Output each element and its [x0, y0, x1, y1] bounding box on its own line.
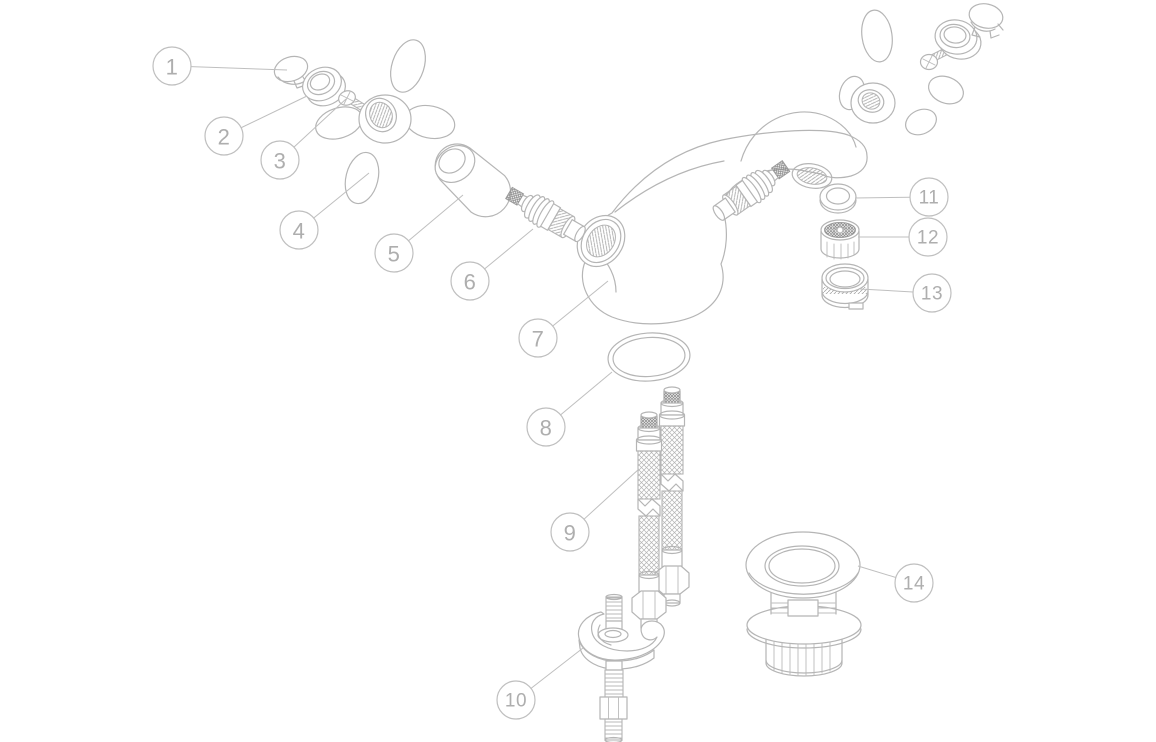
callout-11-leader-line [854, 196, 911, 199]
callout-9-balloon [550, 512, 590, 552]
callout-6-number: 6 [464, 270, 477, 295]
fixing-kit [577, 593, 665, 742]
index-cap-left [273, 55, 309, 89]
callout-11-number: 11 [919, 188, 940, 209]
callout-7: 7 [518, 280, 609, 358]
handle-left-thread-bore [369, 101, 393, 129]
callout-3: 3 [260, 98, 347, 180]
callout-14-number: 14 [903, 574, 925, 595]
aerator-insert [820, 219, 860, 260]
spout-outlet-socket-thread [796, 167, 828, 185]
screw-slot-left [340, 91, 354, 105]
spout-crease-line [614, 160, 725, 213]
callout-14-leader-line [857, 565, 896, 578]
left-valve-port-inner-rim [580, 218, 622, 264]
callout-4-balloon [279, 210, 319, 250]
callout-13-leader-line [859, 288, 914, 293]
handle-shroud [434, 143, 512, 218]
handle-right-thread-bore [861, 92, 881, 110]
aerator-housing [821, 263, 869, 310]
callout-4-leader-line [313, 172, 370, 219]
callout-14-balloon [894, 563, 934, 603]
callout-13-number: 13 [921, 284, 943, 305]
faucet-body [576, 111, 868, 325]
horseshoe-bracket-depth [578, 639, 655, 670]
callout-8: 8 [526, 371, 613, 447]
callout-9-number: 9 [564, 521, 577, 546]
spout-washer [819, 183, 857, 214]
callout-1: 1 [152, 46, 288, 86]
callout-3-balloon [260, 140, 300, 180]
aerator-housing-notch [848, 302, 864, 310]
callout-2-leader-line [240, 95, 308, 129]
callout-1-balloon [152, 46, 192, 86]
screw-slot-right [922, 55, 936, 69]
callout-9-leader-line [583, 468, 640, 520]
left-valve-port-thread [586, 224, 616, 258]
callout-4: 4 [279, 172, 370, 250]
callout-6-balloon [450, 261, 490, 301]
callout-7-number: 7 [532, 327, 545, 352]
callout-6: 6 [450, 228, 534, 301]
index-cap-right-clips [971, 23, 1004, 39]
spout-outlet-socket-rim [791, 163, 833, 189]
callout-7-balloon [518, 318, 558, 358]
callout-8-leader-line [560, 371, 613, 416]
flexi-hose-left [631, 411, 667, 632]
horseshoe-bracket [577, 611, 665, 661]
o-ring [607, 332, 691, 382]
callout-13-balloon [912, 273, 952, 313]
callout-2-balloon [204, 116, 244, 156]
callout-9: 9 [550, 468, 640, 552]
fixing-hex-coupler [599, 696, 628, 720]
callout-13: 13 [859, 273, 952, 313]
callout-3-number: 3 [274, 149, 287, 174]
callout-5-balloon [374, 233, 414, 273]
basin-waste [745, 531, 862, 677]
callout-12-balloon [908, 217, 948, 257]
waste-slot [787, 599, 819, 617]
callout-2-number: 2 [218, 125, 231, 150]
callout-11-balloon [909, 177, 949, 217]
bezel-ring-right [934, 19, 982, 60]
callout-8-balloon [526, 407, 566, 447]
callout-1-number: 1 [166, 55, 179, 80]
callout-10-leader-line [530, 647, 584, 689]
callout-5: 5 [374, 194, 464, 273]
faucet-body-hump-contour [740, 111, 857, 162]
callout-11: 11 [854, 177, 949, 217]
valve-cartridge-left [500, 179, 592, 250]
callout-5-leader-line [408, 194, 464, 242]
callout-12: 12 [858, 217, 948, 257]
index-cap-right [968, 3, 1004, 39]
callout-4-number: 4 [293, 219, 306, 244]
callout-14: 14 [857, 563, 934, 603]
callout-6-leader-line [484, 228, 534, 270]
callout-2: 2 [204, 95, 308, 156]
cross-handle-right [838, 9, 964, 136]
callout-7-leader-line [552, 280, 609, 327]
callout-10-balloon [496, 680, 536, 720]
callout-10-number: 10 [505, 691, 527, 712]
callout-1-leader-line [190, 66, 288, 71]
callout-10: 10 [496, 647, 584, 720]
callout-12-number: 12 [917, 228, 939, 249]
cross-handle-left [315, 39, 456, 205]
bezel-ring-left [302, 66, 346, 107]
callout-8-number: 8 [540, 416, 553, 441]
callout-3-leader-line [293, 98, 347, 148]
callout-5-number: 5 [388, 242, 401, 267]
